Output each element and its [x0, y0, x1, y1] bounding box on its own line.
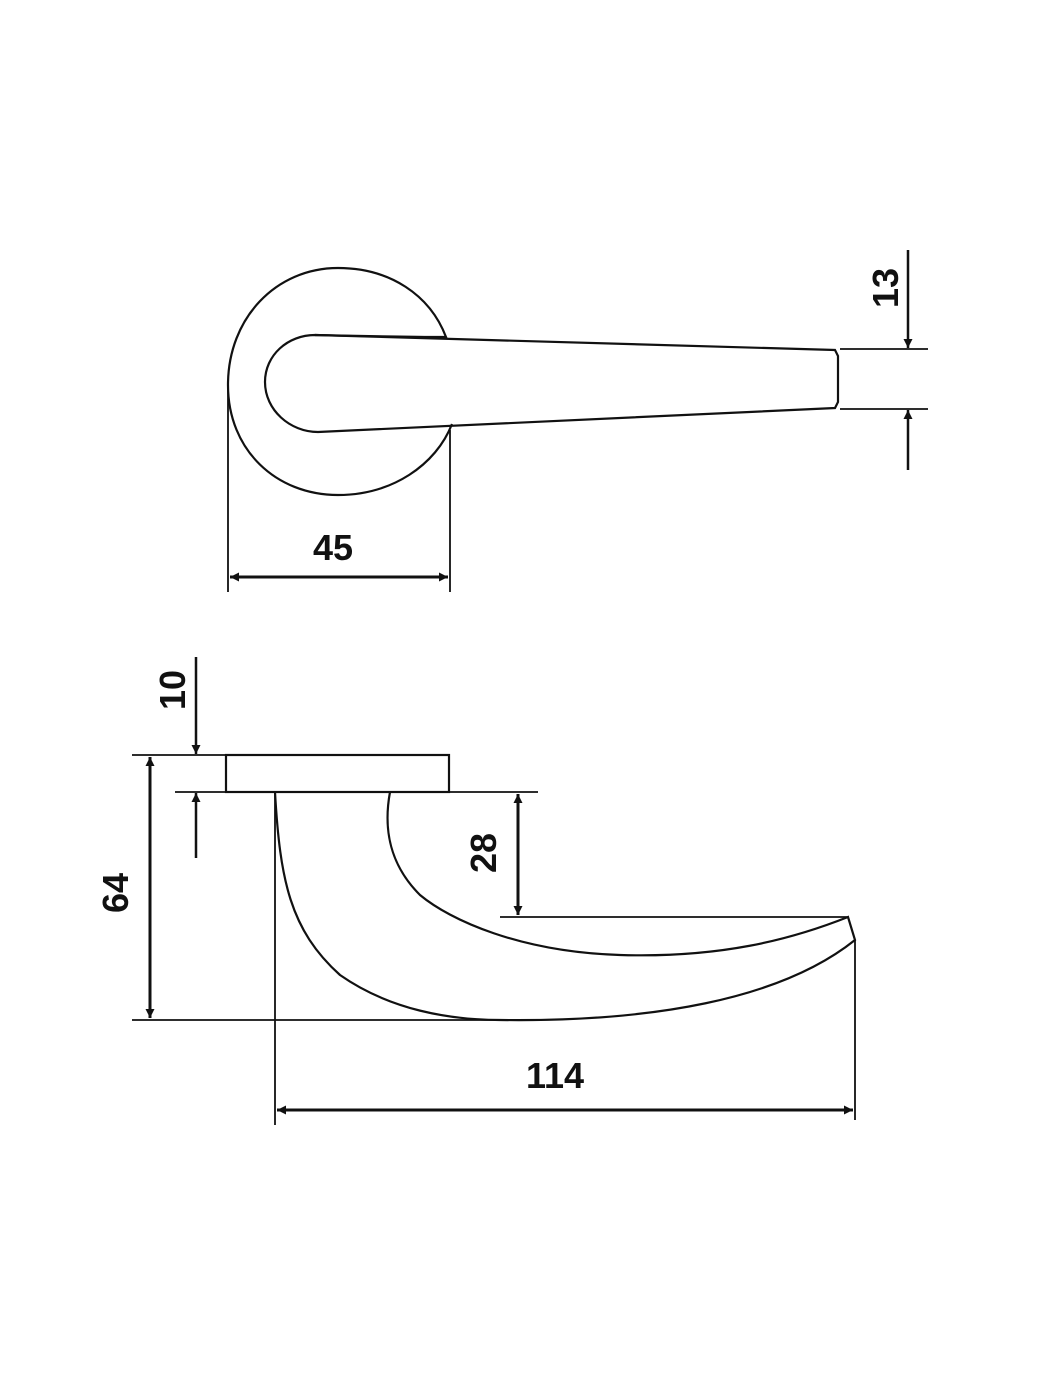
side-view: 10 64 28 114 — [95, 657, 857, 1125]
top-view: 45 13 — [226, 250, 928, 592]
dimension-label-10: 10 — [152, 670, 193, 710]
dimension-label-28: 28 — [463, 833, 504, 873]
dimension-label-45: 45 — [313, 527, 353, 568]
dimension-label-114: 114 — [526, 1055, 584, 1096]
lever-outline — [263, 333, 840, 434]
rosette-side — [224, 753, 451, 794]
dimension-label-13: 13 — [865, 268, 906, 308]
lever-side-outline — [273, 791, 857, 1022]
rosette-outline — [226, 266, 454, 497]
dimension-label-64: 64 — [95, 873, 136, 913]
